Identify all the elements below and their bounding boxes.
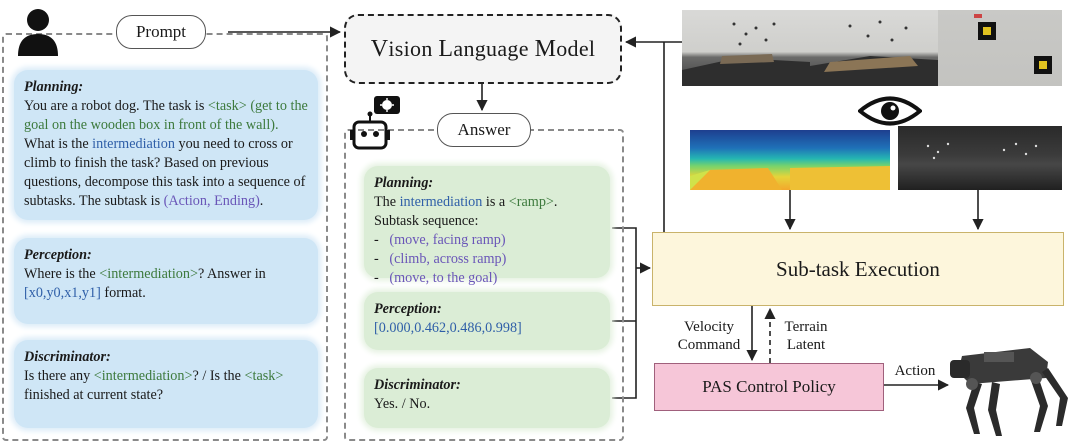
prompt-discriminator-card: Discriminator: Is there any <intermediat… bbox=[14, 340, 318, 428]
dark-image-1 bbox=[898, 126, 978, 190]
subtask-text: (move, to the goal) bbox=[389, 270, 498, 286]
prompt-planning-card: Planning: You are a robot dog. The task … bbox=[14, 70, 318, 220]
prompt-label: Prompt bbox=[116, 15, 206, 49]
robot-icon bbox=[350, 96, 400, 150]
text: anguage bbox=[453, 36, 535, 61]
image-content bbox=[926, 142, 950, 160]
image-content bbox=[690, 168, 782, 190]
sub-task-execution-box: Sub-task Execution bbox=[652, 232, 1064, 306]
dark-image-2 bbox=[978, 126, 1062, 190]
task-tag: <task> bbox=[244, 368, 284, 384]
discriminator-value: Yes. / No. bbox=[374, 396, 431, 412]
action-label: Action bbox=[894, 363, 936, 379]
text: Command bbox=[677, 337, 741, 353]
eye-icon bbox=[858, 96, 922, 126]
intermediation-tag: <intermediation> bbox=[93, 368, 193, 384]
answer-planning-card: Planning: The intermediation is a <ramp>… bbox=[364, 166, 610, 286]
text: V bbox=[370, 35, 389, 62]
text: Latent bbox=[786, 337, 826, 353]
image-content bbox=[810, 20, 938, 86]
subtask-format: (Action, Ending) bbox=[163, 193, 260, 209]
prompt-perception-heading: Perception bbox=[24, 247, 88, 263]
user-icon bbox=[18, 9, 58, 56]
text: Is there any bbox=[24, 368, 94, 384]
ramp-tag: <ramp> bbox=[508, 194, 554, 210]
image-content bbox=[974, 14, 1052, 74]
answer-discriminator-card: Discriminator: Yes. / No. bbox=[364, 368, 610, 428]
text: finished at current state? bbox=[24, 387, 164, 403]
prompt-perception-card: Perception: Where is the <intermediation… bbox=[14, 238, 318, 324]
text: You are a robot dog. The task is bbox=[24, 98, 208, 114]
robot-dog-image bbox=[950, 348, 1068, 436]
text: L bbox=[438, 35, 454, 62]
subtask-text: (move, facing ramp) bbox=[389, 232, 506, 248]
text: ision bbox=[388, 36, 439, 61]
answer-discriminator-heading: Discriminator bbox=[374, 377, 456, 393]
intermediation-tag: <intermediation> bbox=[99, 266, 198, 282]
pas-control-policy-box: PAS Control Policy bbox=[654, 363, 884, 411]
depth-image-2 bbox=[790, 130, 890, 190]
subtask-list: - (move, facing ramp) - (climb, across r… bbox=[374, 231, 600, 288]
text: Sub-task Execution bbox=[776, 256, 940, 281]
list-item: - (move, to the goal) bbox=[374, 270, 498, 286]
camera-image-2 bbox=[810, 10, 938, 86]
image-content bbox=[790, 166, 890, 190]
text: PAS Control Policy bbox=[702, 377, 836, 396]
text: ? / Is the bbox=[192, 368, 245, 384]
text: Terrain bbox=[784, 319, 828, 335]
text: The bbox=[374, 194, 400, 210]
text: you need to cross or climb to finish the… bbox=[24, 136, 306, 209]
depth-image-1 bbox=[690, 130, 790, 190]
text: is a bbox=[482, 194, 509, 210]
camera-image-3 bbox=[938, 10, 1062, 86]
list-item: - (climb, across ramp) bbox=[374, 251, 507, 267]
text: odel bbox=[556, 36, 596, 61]
prompt-planning-heading: Planning bbox=[24, 79, 79, 95]
image-content bbox=[1002, 142, 1038, 156]
task-tag: <task> bbox=[207, 98, 247, 114]
text: Velocity bbox=[684, 319, 734, 335]
intermediation-word: intermediation bbox=[399, 194, 483, 210]
prompt-discriminator-heading: Discriminator bbox=[24, 349, 106, 365]
text: M bbox=[534, 35, 557, 62]
answer-perception-card: Perception: [0.000,0.462,0.486,0.998] bbox=[364, 292, 610, 350]
intermediation-word: intermediation bbox=[92, 136, 175, 152]
image-content bbox=[682, 22, 810, 86]
text: ? Answer in bbox=[198, 266, 266, 282]
text: . bbox=[259, 193, 264, 209]
bbox-value: [0.000,0.462,0.486,0.998] bbox=[374, 320, 522, 336]
text: Where is the bbox=[24, 266, 100, 282]
text: format. bbox=[100, 285, 146, 301]
subtask-text: (climb, across ramp) bbox=[389, 251, 507, 267]
task-description: (get to the goal on the wooden box in fr… bbox=[24, 98, 308, 133]
answer-perception-heading: Perception bbox=[374, 301, 438, 317]
answer-label: Answer bbox=[437, 113, 531, 147]
camera-image-1 bbox=[682, 10, 810, 86]
text: . Subtask sequence: bbox=[374, 194, 558, 229]
text: What is the bbox=[24, 136, 93, 152]
answer-planning-heading: Planning bbox=[374, 175, 429, 191]
list-item: - (move, facing ramp) bbox=[374, 232, 506, 248]
bbox-format: [x0,y0,x1,y1] bbox=[24, 285, 101, 301]
